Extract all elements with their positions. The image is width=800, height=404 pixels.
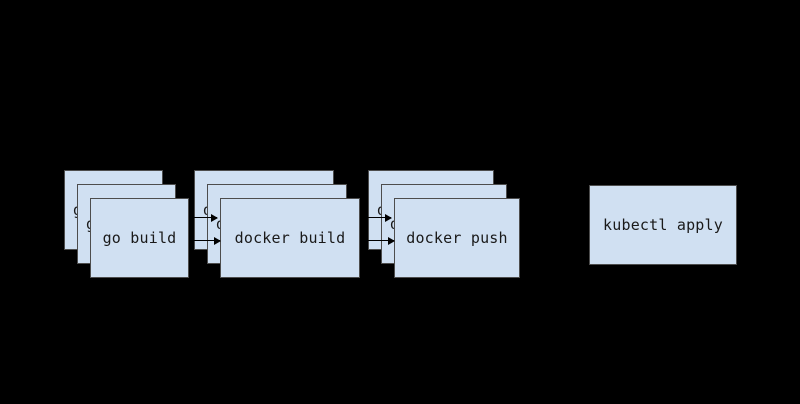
node-docker-build-label: docker build	[234, 228, 346, 247]
node-kubectl-apply-label: kubectl apply	[603, 215, 723, 234]
arrow-go-build-to-docker-build-upper	[189, 213, 218, 222]
node-docker-push[interactable]: docker push	[394, 198, 520, 278]
node-docker-push-label: docker push	[406, 228, 508, 247]
arrow-docker-build-to-docker-push-lower	[363, 236, 395, 245]
node-docker-build[interactable]: docker build	[220, 198, 360, 278]
arrow-go-build-to-docker-build-lower	[189, 236, 221, 245]
node-go-build[interactable]: go build	[90, 198, 189, 278]
node-kubectl-apply[interactable]: kubectl apply	[589, 185, 737, 265]
arrow-docker-build-to-docker-push-upper	[363, 213, 392, 222]
node-go-build-label: go build	[102, 228, 177, 247]
